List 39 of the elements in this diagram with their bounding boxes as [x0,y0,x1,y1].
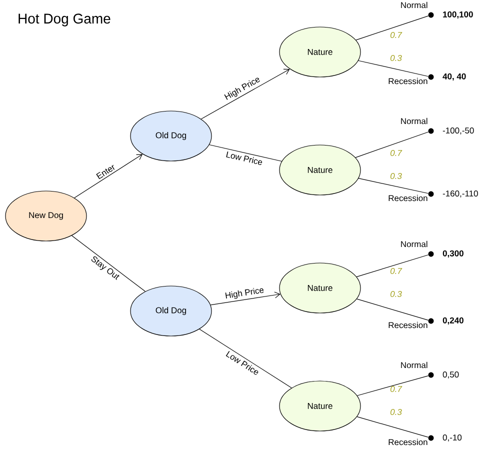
ellipse-node: Old Dog [130,110,212,162]
ellipse-node: Nature [279,144,361,196]
probability: 0.3 [390,173,402,179]
probability: 0.3 [390,409,402,415]
ellipse-node: New Dog [5,190,87,242]
probability: 0.7 [390,150,402,156]
arrow [74,154,143,198]
edge-label: Normal [401,362,428,368]
edge-label: High Price [224,78,260,100]
payoff: 0,240 [442,317,464,325]
edge-label: High Price [225,288,264,299]
probability: 0.3 [390,291,402,297]
edge-label: Enter [96,164,115,180]
ellipse-node: Nature [279,26,361,78]
payoff: 0,300 [442,250,464,258]
edge-label: Recession [388,194,428,202]
probability: 0.7 [390,268,402,274]
payoff: -160,-110 [442,190,478,198]
probability: 0.3 [390,55,402,61]
edge-label: Normal [401,118,428,124]
edge-label: Low Price [226,151,262,165]
payoff: 0,-10 [442,434,462,442]
payoff: 100,100 [443,11,473,19]
title: Hot Dog Game [18,14,110,26]
arrow [210,292,280,306]
payoff: 0,50 [442,372,459,378]
ellipse-node: Old Dog [130,286,212,336]
ellipse-node: Nature [279,380,361,432]
edge-label: Normal [401,240,428,248]
probability: 0.7 [390,32,402,38]
edge-label: Normal [401,2,428,8]
edge-label: Recession [388,438,428,446]
edge-label: Recession [388,322,428,328]
ellipse-node: Nature [279,262,361,314]
payoff: 40, 40 [442,73,466,81]
payoff: -100,-50 [442,128,474,134]
probability: 0.7 [390,386,402,392]
arrow [200,68,290,120]
edge-label: Recession [388,78,428,84]
